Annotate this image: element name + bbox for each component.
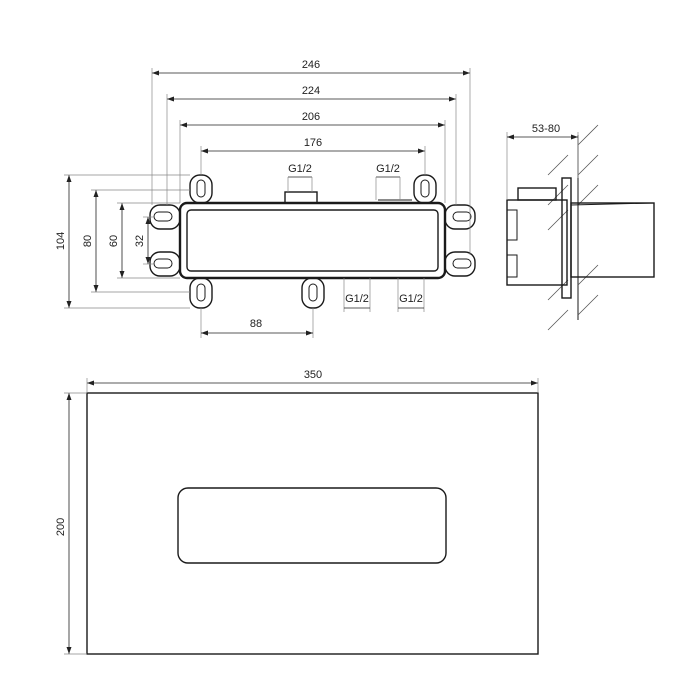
slot-left-top [153,211,173,222]
wall-hatching [547,124,599,331]
dim-104-label: 104 [55,232,67,250]
cover-plate-view: 350 200 [55,369,539,655]
lug-top-left [189,174,213,204]
side-top-connector [517,187,557,201]
cover-plate [86,392,539,655]
dim-32-label: 32 [134,235,146,247]
vertical-dimensions: 104 80 60 32 [55,174,190,309]
connection-top-right-label: G1/2 [376,163,400,175]
horizontal-dimensions: 246 224 206 176 [151,59,471,255]
top-lugs [189,174,437,204]
side-view: 53-80 [506,123,655,331]
dim-176-label: 176 [304,137,322,149]
connection-bottom-right-label: G1/2 [399,293,423,305]
slot-bottom-left [196,283,206,302]
dim-206-label: 206 [302,111,320,123]
slot-right-bottom [452,258,472,269]
side-lugs [149,204,476,277]
dim-88: 88 [200,308,314,338]
lug-bottom-left [189,277,213,309]
connection-labels-top: G1/2 G1/2 [287,163,401,200]
slot-top-right [420,179,430,198]
side-body [506,199,568,286]
bottom-lugs [189,277,325,309]
connection-top-left-label: G1/2 [288,163,312,175]
slot-left-bottom [153,258,173,269]
lug-right-bottom [444,251,476,277]
lug-right-top [444,204,476,230]
lug-top-right [413,174,437,204]
lug-bottom-center [301,277,325,309]
dim-224-label: 224 [302,85,320,97]
front-view: 246 224 206 176 G1/2 [55,59,476,338]
box-body-outer [178,201,447,280]
dim-350-label: 350 [304,369,322,381]
dim-200-label: 200 [55,518,67,536]
dim-80-label: 80 [82,235,94,247]
dim-60-label: 60 [108,235,120,247]
cover-plate-opening [177,487,447,564]
box-body-inner [186,209,439,272]
dim-depth-label: 53-80 [532,123,560,135]
side-spout [570,202,655,278]
slot-right-top [452,211,472,222]
dim-246-label: 246 [302,59,320,71]
slot-top-left [196,179,206,198]
connection-labels-bottom: G1/2 G1/2 [343,278,425,312]
top-connector [284,191,318,204]
connection-bottom-left-label: G1/2 [345,293,369,305]
dim-88-label: 88 [250,318,262,330]
slot-bottom-center [308,283,318,302]
